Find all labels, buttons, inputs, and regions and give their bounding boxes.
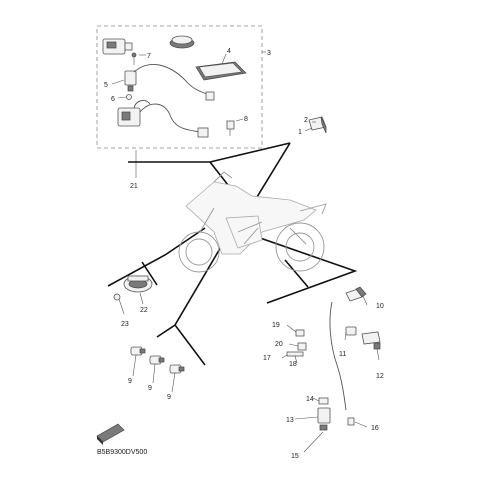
- callout-line: [174, 324, 206, 366]
- leader-line: [304, 127, 313, 132]
- cap-part[interactable]: [169, 35, 195, 49]
- callout-label: 23: [121, 321, 129, 328]
- callout-label: 18: [289, 361, 297, 368]
- bracket-part[interactable]: [308, 116, 327, 134]
- leader-line: [303, 431, 324, 453]
- callout-label: 14: [306, 396, 314, 403]
- leader-line: [221, 53, 227, 65]
- leader-line: [312, 397, 320, 402]
- leader-line: [344, 332, 347, 341]
- starter-relay-part[interactable]: [102, 38, 133, 55]
- callout-label: 19: [272, 322, 280, 329]
- callout-label: 9: [148, 385, 152, 392]
- callout-label: 11: [339, 351, 346, 358]
- callout-line: [209, 161, 229, 186]
- sensor-9-part[interactable]: [130, 346, 185, 393]
- callout-label: 16: [371, 425, 379, 432]
- leader-line: [354, 421, 368, 428]
- callout-label: 3: [267, 50, 271, 57]
- callout-label: 9: [128, 378, 132, 385]
- callout-bracket-left: [107, 227, 206, 287]
- callout-bracket-middle: [156, 239, 226, 338]
- leader-line: [111, 79, 125, 85]
- callout-label: 10: [376, 303, 384, 310]
- callout-label: 13: [286, 417, 294, 424]
- ring-part[interactable]: [123, 275, 153, 293]
- screw-part[interactable]: [131, 52, 137, 65]
- motorcycle-illustration: [178, 171, 327, 273]
- callout-label: 1: [298, 129, 302, 136]
- callout-label: 17: [263, 355, 271, 362]
- callout-label: 6: [111, 96, 115, 103]
- callout-line: [284, 259, 309, 288]
- callout-label: 5: [104, 82, 108, 89]
- leader-line: [117, 96, 127, 99]
- callout-label: 8: [244, 116, 248, 123]
- callout-label: 4: [227, 48, 231, 55]
- callout-label: 21: [130, 183, 138, 190]
- callout-label: 22: [140, 307, 148, 314]
- callout-label: 2: [304, 117, 308, 124]
- assembly-box: [96, 25, 263, 149]
- control-unit-part[interactable]: [117, 100, 209, 138]
- sensor-part[interactable]: [124, 63, 215, 101]
- callout-label: 20: [275, 341, 283, 348]
- callout-line: [141, 261, 158, 286]
- leader-line: [288, 343, 299, 347]
- plate-part[interactable]: [195, 61, 247, 81]
- leader-line: [139, 292, 144, 305]
- manual-icon: [96, 423, 125, 445]
- connector-part[interactable]: [226, 120, 235, 136]
- callout-bracket-top: [128, 142, 291, 163]
- switch-parts[interactable]: [286, 286, 381, 431]
- leader-line: [235, 118, 244, 122]
- leader-line: [286, 324, 297, 333]
- leader-line: [281, 354, 288, 359]
- callout-label: 15: [291, 453, 299, 460]
- callout-label: 12: [376, 373, 384, 380]
- leader-line: [294, 355, 298, 364]
- callout-label: 9: [167, 394, 171, 401]
- leader-line: [294, 416, 319, 420]
- leader-line: [376, 348, 380, 361]
- washer-part[interactable]: [126, 94, 132, 100]
- diagram-code: B5B9300DV500: [97, 449, 147, 456]
- bolt-part[interactable]: [113, 293, 125, 315]
- callout-label: 7: [147, 53, 151, 60]
- leader-line: [362, 295, 368, 306]
